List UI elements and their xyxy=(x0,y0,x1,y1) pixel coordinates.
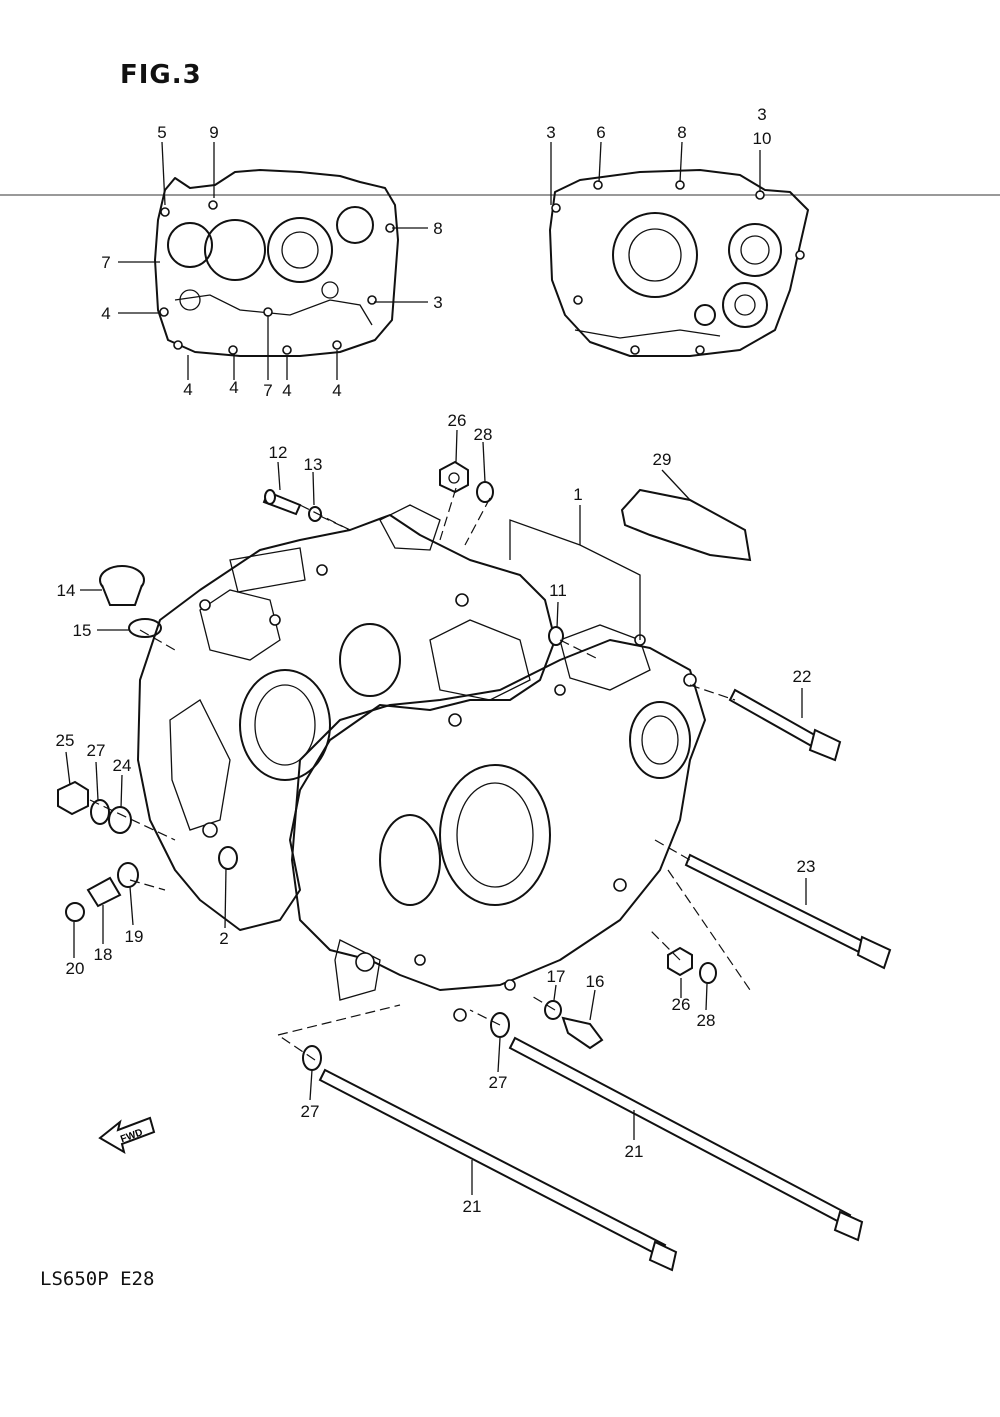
callout-24: 24 xyxy=(113,756,132,775)
part-27-washer-left xyxy=(90,799,110,825)
callout-28a: 28 xyxy=(474,425,493,444)
callout-tl-4a: 4 xyxy=(101,304,110,323)
callout-21b: 21 xyxy=(463,1197,482,1216)
callout-2: 2 xyxy=(219,929,228,948)
callout-25: 25 xyxy=(56,731,75,750)
callout-11: 11 xyxy=(549,581,567,600)
callout-tl-7: 7 xyxy=(101,253,110,272)
callout-13: 13 xyxy=(304,455,323,474)
part-28-washer-top xyxy=(476,481,494,503)
part-26-nut-top xyxy=(439,460,469,494)
callout-26b: 26 xyxy=(672,995,691,1014)
callout-26a: 26 xyxy=(448,411,467,430)
callout-12: 12 xyxy=(269,443,288,462)
part-17-washer xyxy=(544,1000,562,1020)
crankcase-main xyxy=(137,504,706,1022)
callout-22: 22 xyxy=(793,667,812,686)
callout-27a: 27 xyxy=(87,741,106,760)
part-20-cap xyxy=(65,902,85,922)
callout-tl-7b: 7 xyxy=(263,381,272,400)
callout-27c: 27 xyxy=(301,1102,320,1121)
part-14-cap xyxy=(99,565,145,606)
callout-17: 17 xyxy=(547,967,566,986)
callout-tl-9: 9 xyxy=(209,123,218,142)
part-21-stud-a xyxy=(508,1036,864,1242)
part-15-o-ring xyxy=(128,618,162,638)
callout-16: 16 xyxy=(586,972,605,991)
callout-tl-4c: 4 xyxy=(229,378,238,397)
callout-27b: 27 xyxy=(489,1073,508,1092)
crankcase-right-view xyxy=(549,169,809,357)
part-12-fitting xyxy=(262,489,302,516)
callout-tl-8: 8 xyxy=(433,219,442,238)
callout-tr-8: 8 xyxy=(677,123,686,142)
callout-tr-3a: 3 xyxy=(546,123,555,142)
leaders-main xyxy=(65,429,807,1195)
figure-title: FIG.3 xyxy=(120,60,202,90)
part-19-washer xyxy=(117,862,139,888)
callout-tl-4d: 4 xyxy=(282,381,291,400)
callout-tl-4b: 4 xyxy=(183,380,192,399)
part-26-nut-bottom xyxy=(667,946,693,977)
callout-14: 14 xyxy=(57,581,76,600)
crankcase-left-view xyxy=(154,169,399,357)
callout-23: 23 xyxy=(797,857,816,876)
part-23-stud xyxy=(684,853,892,970)
callout-29: 29 xyxy=(653,450,672,469)
part-25-plug xyxy=(57,780,89,816)
part-29-cover xyxy=(620,488,752,562)
leaders-top-right xyxy=(550,141,761,205)
model-code: LS650P E28 xyxy=(40,1268,155,1290)
part-21-stud-b xyxy=(318,1068,678,1272)
leaders-top-left xyxy=(118,141,428,380)
part-2-dowel xyxy=(218,846,238,870)
callout-21a: 21 xyxy=(625,1142,644,1161)
callout-18: 18 xyxy=(94,945,113,964)
part-22-bolt xyxy=(728,688,842,762)
callout-tr-6: 6 xyxy=(596,123,605,142)
callout-20: 20 xyxy=(66,959,85,978)
callout-tl-4e: 4 xyxy=(332,381,341,400)
part-28-washer-bottom xyxy=(699,962,717,984)
callout-tr-3b: 3 xyxy=(757,105,766,124)
callout-tl-3: 3 xyxy=(433,293,442,312)
callout-1: 1 xyxy=(573,485,582,504)
part-24-ring xyxy=(108,806,132,834)
callout-tr-10: 10 xyxy=(753,129,772,148)
part1-bracket xyxy=(509,505,641,640)
part-11-dowel xyxy=(548,626,564,646)
fwd-arrow: FWD xyxy=(98,1116,156,1155)
callout-19: 19 xyxy=(125,927,144,946)
part-16-bolt xyxy=(561,1016,604,1050)
part-13-washer xyxy=(308,506,322,522)
callout-28b: 28 xyxy=(697,1011,716,1030)
callout-tl-5: 5 xyxy=(157,123,166,142)
callout-15: 15 xyxy=(73,621,92,640)
assembly-lines xyxy=(89,487,751,1061)
part-18-bolt xyxy=(86,876,122,908)
